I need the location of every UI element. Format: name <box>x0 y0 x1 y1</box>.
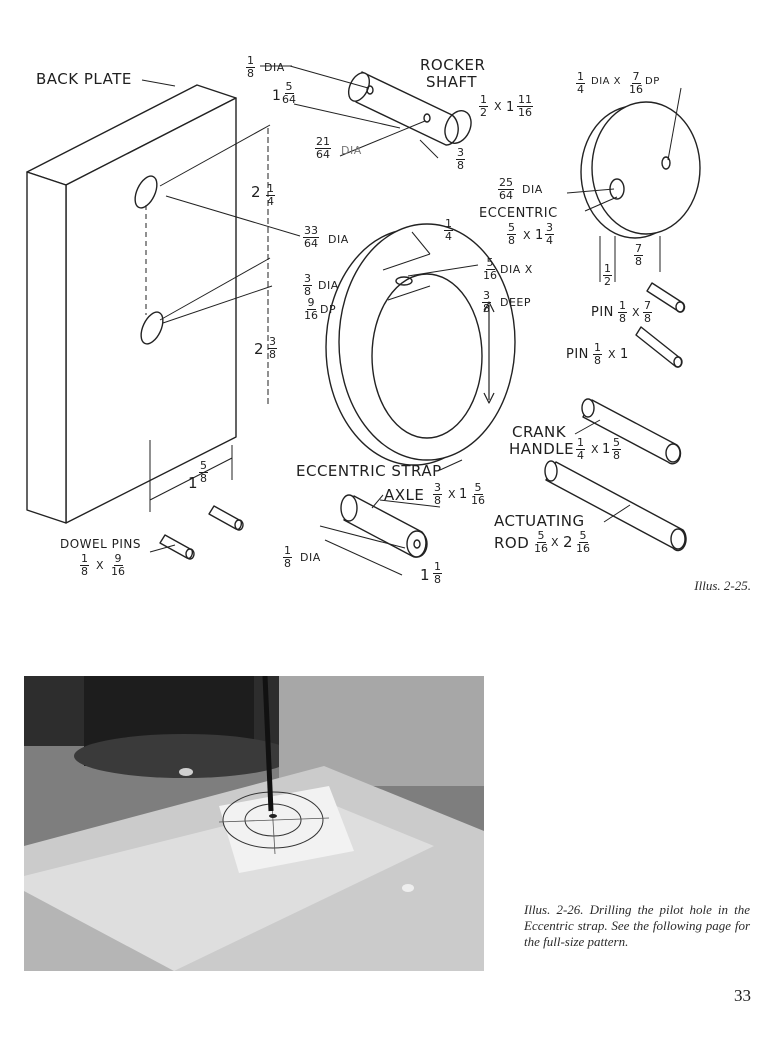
rocker-shaft-label: ROCKER <box>420 56 486 74</box>
dim-one: 1 <box>272 88 282 104</box>
dia-3-8-label: DIA <box>318 279 339 292</box>
axle-shape <box>319 494 428 576</box>
pins-shape <box>635 282 686 368</box>
times-x-rod: X <box>551 536 560 549</box>
dim-two-b: 2 <box>254 340 265 358</box>
dowel-pins-shape <box>149 505 244 560</box>
crank-handle-label-2: HANDLE <box>509 440 575 458</box>
actuating-rod-label-2: ROD <box>494 534 530 552</box>
times-x-dowel: X <box>96 559 105 572</box>
dia-axle-label: DIA <box>300 551 321 564</box>
deep-label: DEEP <box>500 296 532 309</box>
back-plate-label: BACK PLATE <box>36 70 132 88</box>
dp-label: DP <box>645 76 660 87</box>
times-x-pin: X <box>632 306 641 319</box>
actuating-rod-label: ACTUATING <box>494 512 585 530</box>
dia-label-21-64: DIA <box>341 144 362 157</box>
pin-1-label: PIN <box>566 347 589 362</box>
dim-one-b: 1 <box>506 100 515 115</box>
eccentric-strap-label: ECCENTRIC STRAP <box>296 462 442 480</box>
dp-9-16-label: DP <box>320 303 337 316</box>
dia-33-64-label: DIA <box>328 233 349 246</box>
crank-handle-shape <box>574 398 682 465</box>
eccentric-strap-shape <box>325 223 516 466</box>
drill-press-photo <box>24 676 484 971</box>
dim-one-axle-len: 1 <box>420 566 431 584</box>
illus-2-25-caption: Illus. 2-25. <box>694 578 751 593</box>
dim-one-crank: 1 <box>602 442 611 457</box>
rocker-shaft-label-2: SHAFT <box>426 73 478 91</box>
times-x-crank: X <box>591 443 600 456</box>
dowel-pins-label: DOWEL PINS <box>60 537 142 551</box>
eccentric-shape <box>566 87 701 282</box>
dim-two-rod: 2 <box>563 533 574 551</box>
times-x-pin-b: X <box>608 348 617 361</box>
dim-one-ecc: 1 <box>535 228 544 243</box>
rocker-shaft-shape <box>289 65 472 159</box>
dim-two: 2 <box>251 183 262 201</box>
eccentric-label: ECCENTRIC <box>479 206 558 221</box>
times-x-ecc: X <box>523 229 532 242</box>
times-x: X <box>494 100 503 113</box>
drawing-linework <box>26 65 701 576</box>
dia-x-label: DIA X <box>591 76 622 87</box>
axle-label: AXLE <box>384 486 425 504</box>
back-plate-shape <box>26 84 237 524</box>
dim-one-plate: 1 <box>188 474 199 492</box>
actuating-rod-shape <box>544 460 687 552</box>
page-number: 33 <box>734 986 751 1005</box>
crank-handle-label: CRANK <box>512 423 567 441</box>
times-x-axle: X <box>448 488 457 501</box>
dia-label: DIA <box>264 61 285 74</box>
dim-one-axle: 1 <box>459 487 468 502</box>
dia-x-strap-label: DIA X <box>500 263 533 276</box>
illus-2-26-caption: Illus. 2-26. Drilling the pilot hole in … <box>524 902 750 949</box>
dia-25-64-label: DIA <box>522 183 543 196</box>
dim-one-pin: 1 <box>620 347 629 362</box>
pin-7-8-label: PIN <box>591 305 614 320</box>
